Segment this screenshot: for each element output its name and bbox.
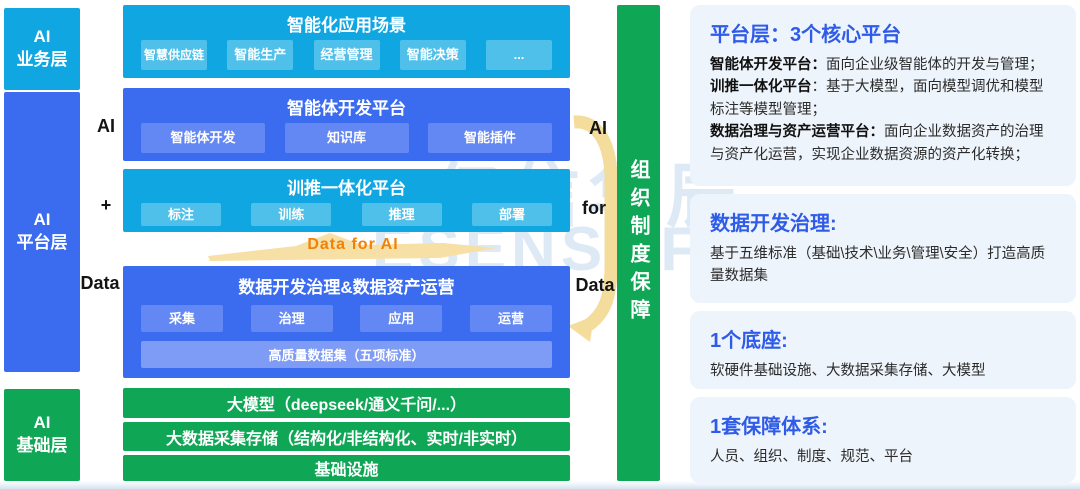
layer-label-line: AI [33,27,51,47]
card-data-governance: 数据开发治理: 基于五维标准（基础\技术\业务\管理\安全）打造高质量数据集 [690,194,1076,303]
card-foundation: 1个底座: 软硬件基础设施、大数据采集存储、大模型 [690,311,1076,389]
layer-label-line: AI [33,210,51,230]
training-platform-box: 训推一体化平台 标注 训练 推理 部署 [123,169,570,232]
chip: 知识库 [284,123,409,153]
chip: 运营 [469,305,552,332]
agent-platform-box: 智能体开发平台 智能体开发 知识库 智能插件 [123,88,570,161]
connector-left-ai: AI [97,116,115,136]
chip-row: 标注 训练 推理 部署 [141,203,552,226]
organization-guarantee-label: 组织制度保障 [627,159,649,327]
card-heading: 数据开发治理: [710,213,837,235]
chip: 智能生产 [227,40,294,70]
chip-row: 智慧供应链 智能生产 经营管理 智能决策 ... [141,40,552,70]
card-paragraph: 训推一体化平台：基于大模型，面向模型调优和模型标注等模型管理； [710,76,1056,121]
card-heading: 平台层：3个核心平台 [710,24,902,46]
card-platform-layer: 平台层：3个核心平台 智能体开发平台：面向企业级智能体的开发与管理； 训推一体化… [690,5,1076,186]
box-title: 数据开发治理&数据资产运营 [238,278,455,297]
chip: 采集 [141,305,223,332]
chip: 智能决策 [399,40,466,70]
card-paragraph: 人员、组织、制度、规范、平台 [710,449,913,465]
foundation-bar-llm: 大模型（deepseek/通义千问/...） [123,388,570,418]
paragraph-lead: 数据治理与资产运营平台： [710,124,884,141]
chip: 标注 [141,203,221,226]
foundation-bar-bigdata: 大数据采集存储（结构化/非结构化、实时/非实时） [123,422,570,451]
card-paragraph: 数据治理与资产运营平台：面向企业数据资产的治理与资产化运营，实现企业数据资源的资… [710,121,1056,166]
paragraph-lead: 训推一体化平台 [710,79,812,96]
layer-label-platform: AI 平台层 [4,92,80,372]
chip: 应用 [360,305,443,332]
box-title: 智能化应用场景 [287,16,406,35]
connector-left-data: Data [80,273,120,293]
box-title: 智能体开发平台 [287,99,406,118]
paragraph-text: ：基于大模型，面向模型调优和模型标注等模型管理； [710,79,1044,118]
paragraph-lead: 智能体开发平台： [710,57,826,73]
app-scenarios-box: 智能化应用场景 智慧供应链 智能生产 经营管理 智能决策 ... [123,5,570,78]
card-paragraph: 基于五维标准（基础\技术\业务\管理\安全）打造高质量数据集 [710,246,1046,285]
chip: 训练 [251,203,332,226]
chip: 推理 [361,203,442,226]
chip: ... [486,40,552,70]
connector-right-for: for [582,198,606,218]
layer-label-line: 基础层 [16,436,68,455]
chip: 经营管理 [313,40,380,70]
dataset-quality-bar: 高质量数据集（五项标准） [141,341,552,368]
bottom-gradient-strip [0,481,1080,489]
connector-right-data: Data [575,275,615,295]
card-heading: 1套保障体系: [710,416,828,438]
card-heading: 1个底座: [710,330,788,352]
layer-label-line: 业务层 [16,50,68,69]
ai-for-data-arrow [568,115,618,342]
organization-guarantee-bar: 组织制度保障 [617,5,660,481]
chip: 智能体开发 [141,123,265,153]
paragraph-text: 面向企业级智能体的开发与管理； [826,57,1044,73]
data-governance-box: 数据开发治理&数据资产运营 采集 治理 应用 运营 高质量数据集（五项标准） [123,266,570,378]
chip: 智慧供应链 [141,40,207,70]
data-for-ai-arrow [208,233,496,261]
chip: 治理 [250,305,333,332]
foundation-bar-infra: 基础设施 [123,455,570,481]
card-paragraph: 智能体开发平台：面向企业级智能体的开发与管理； [710,54,1056,76]
card-guarantee-system: 1套保障体系: 人员、组织、制度、规范、平台 [690,397,1076,483]
connector-right-ai: AI [589,118,607,138]
layer-label-line: 平台层 [16,233,68,252]
data-for-ai-label: Data for AI [307,236,399,253]
connector-left-plus: + [100,195,112,215]
box-title: 训推一体化平台 [287,179,406,198]
layer-label-business: AI 业务层 [4,8,80,90]
layer-label-foundation: AI 基础层 [4,389,80,481]
chip: 部署 [471,203,552,226]
chip-row: 智能体开发 知识库 智能插件 [141,123,552,153]
chip: 智能插件 [428,123,552,153]
layer-label-line: AI [33,413,51,433]
card-paragraph: 软硬件基础设施、大数据采集存储、大模型 [710,363,986,379]
paragraph-text: 面向企业数据资产的治理与资产化运营，实现企业数据资源的资产化转换； [710,124,1044,163]
chip-row: 采集 治理 应用 运营 [141,305,552,332]
